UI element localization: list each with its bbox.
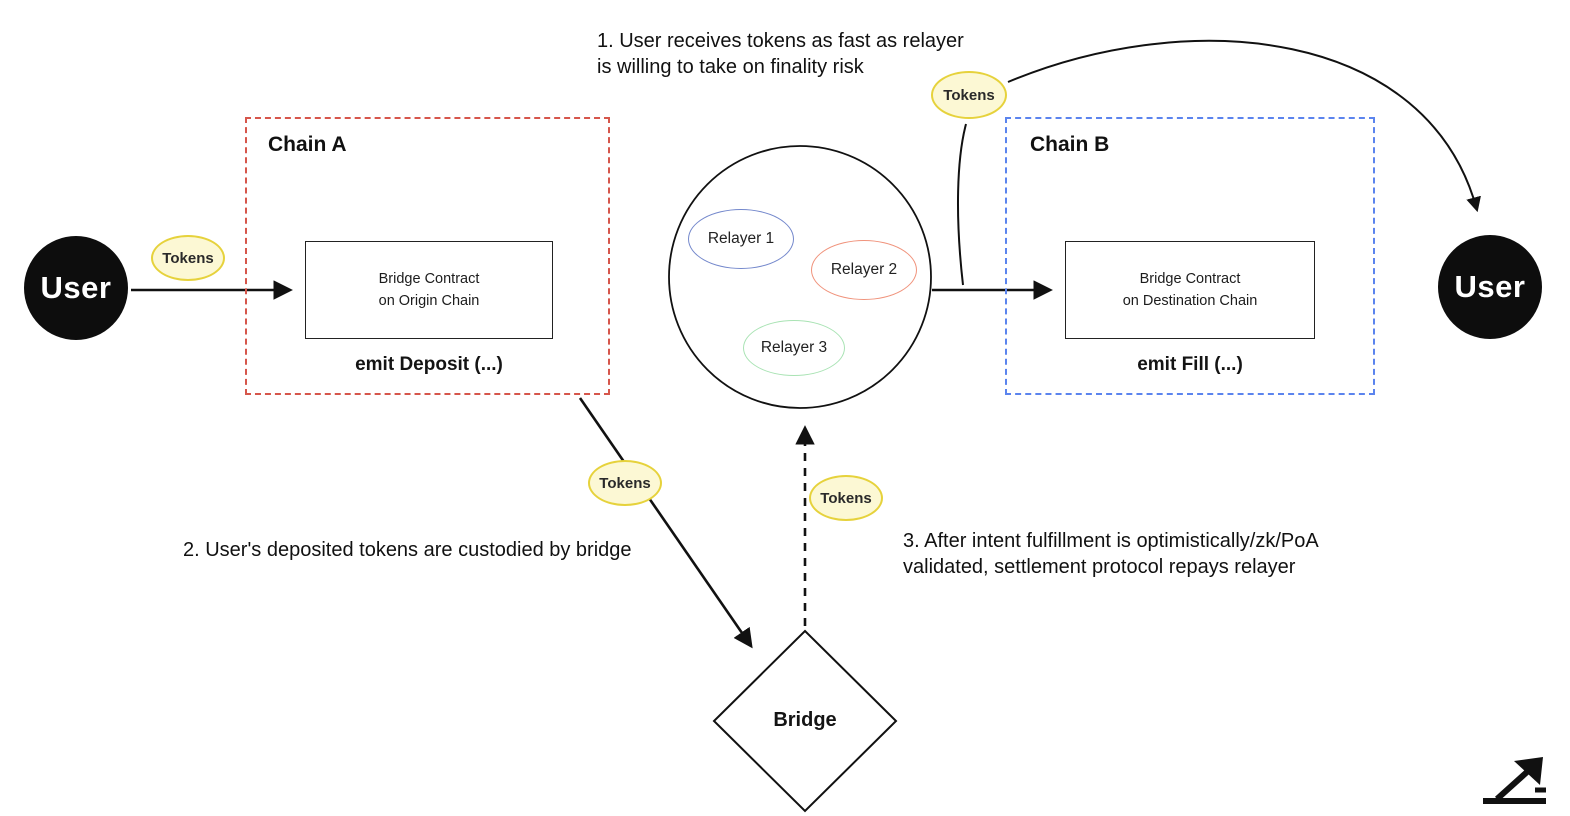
chain-a-label: Chain A xyxy=(268,133,347,156)
tokens-badge-settlement: Tokens xyxy=(809,475,883,521)
emit-deposit-label: emit Deposit (...) xyxy=(355,354,503,375)
note-3-line2: validated, settlement protocol repays re… xyxy=(903,556,1296,578)
user-origin: User xyxy=(24,236,128,340)
user-destination: User xyxy=(1438,235,1542,339)
chain-b-box xyxy=(1005,117,1375,395)
bridge-diamond xyxy=(712,629,898,813)
chain-a-box xyxy=(245,117,610,395)
arrow-tokens-to-user-right xyxy=(1007,39,1481,213)
note-1-line2: is willing to take on finality risk xyxy=(597,56,864,78)
relayer-pool-circle xyxy=(668,145,932,409)
note-3-line1: 3. After intent fulfillment is optimisti… xyxy=(903,530,1319,552)
emit-fill-label: emit Fill (...) xyxy=(1137,354,1243,375)
relayer-1: Relayer 1 xyxy=(688,209,794,269)
bridge-contract-origin: Bridge Contract on Origin Chain xyxy=(305,241,553,339)
arrow-chain-a-to-bridge xyxy=(578,397,753,649)
line-relayers-to-tokens-top xyxy=(957,123,967,286)
tokens-badge-deposit: Tokens xyxy=(151,235,225,281)
across-logo xyxy=(1483,757,1546,804)
bridge-contract-origin-line1: Bridge Contract xyxy=(378,270,480,287)
relayer-2: Relayer 2 xyxy=(811,240,917,300)
chain-b-label: Chain B xyxy=(1030,133,1110,156)
bridge-contract-destination-line2: on Destination Chain xyxy=(1122,293,1258,309)
bridge-contract-destination: Bridge Contract on Destination Chain xyxy=(1065,241,1315,339)
note-2: 2. User's deposited tokens are custodied… xyxy=(183,539,632,561)
relayer-3: Relayer 3 xyxy=(743,320,845,376)
bridge-contract-destination-line1: Bridge Contract xyxy=(1139,270,1241,287)
bridge-label: Bridge xyxy=(773,709,837,731)
tokens-badge-custody: Tokens xyxy=(588,460,662,506)
tokens-badge-fill: Tokens xyxy=(931,71,1007,119)
note-1-line1: 1. User receives tokens as fast as relay… xyxy=(597,30,964,52)
bridge-contract-origin-line2: on Origin Chain xyxy=(378,293,480,309)
note-1: 1. User receives tokens as fast as relay… xyxy=(597,28,964,80)
note-3: 3. After intent fulfillment is optimisti… xyxy=(903,528,1319,580)
